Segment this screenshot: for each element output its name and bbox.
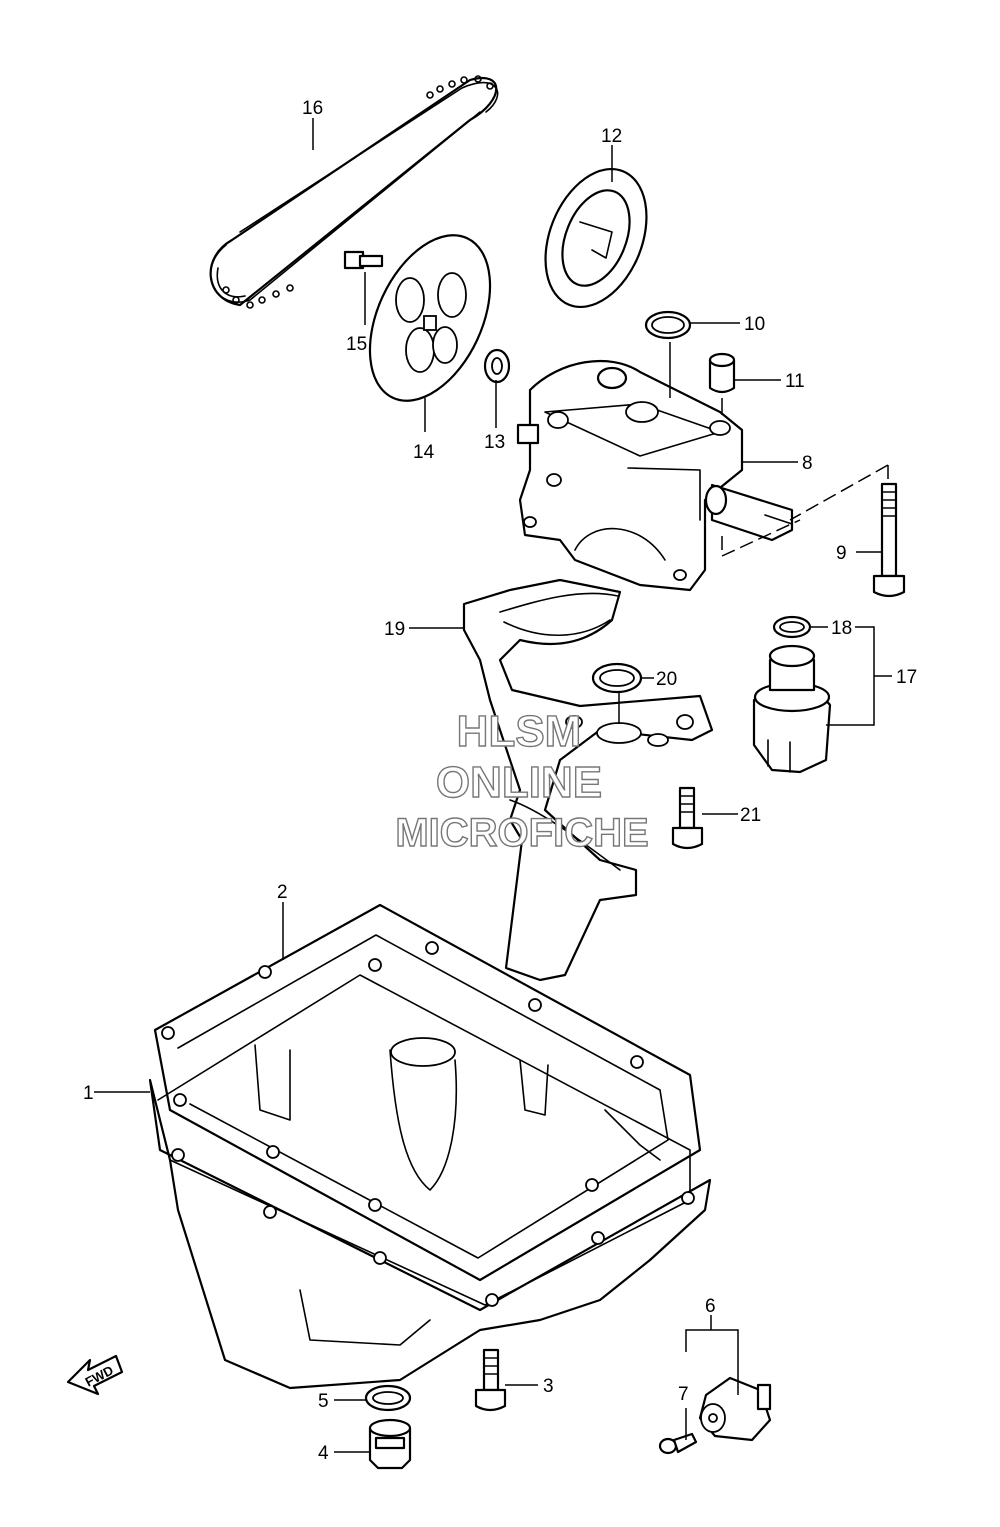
leader-lines [94, 118, 892, 1453]
pan-bolt[interactable] [474, 1348, 507, 1412]
callout-labels: 1 2 3 4 5 6 7 8 9 10 11 12 13 14 15 16 1… [83, 98, 917, 1464]
washer[interactable] [483, 348, 511, 384]
o-ring-upper[interactable] [644, 310, 692, 340]
callout-14: 14 [413, 442, 435, 463]
watermark-line-3: MICROFICHE [395, 811, 648, 855]
oil-strainer[interactable] [462, 578, 714, 982]
callout-7: 7 [678, 1384, 689, 1405]
o-ring-regulator[interactable] [772, 615, 812, 639]
callout-21: 21 [740, 805, 761, 826]
callout-15: 15 [346, 334, 367, 355]
callout-8: 8 [802, 453, 813, 474]
callout-3: 3 [543, 1376, 554, 1397]
drain-plug[interactable] [368, 1418, 412, 1470]
callout-2: 2 [277, 882, 288, 903]
cam-chain[interactable] [209, 75, 499, 309]
bolt-alignment-line [721, 464, 889, 558]
watermark-line-1: HLSM [457, 707, 582, 756]
callout-18: 18 [831, 618, 852, 639]
callout-1: 1 [83, 1083, 94, 1104]
forward-arrow-icon: FWD [66, 1354, 124, 1396]
oil-pump-assembly[interactable] [516, 360, 794, 592]
oil-pan-gasket[interactable] [153, 903, 702, 1282]
oil-pump-sprocket-drive[interactable] [526, 154, 665, 322]
callout-12: 12 [601, 126, 622, 147]
sprocket-bolt[interactable] [343, 250, 384, 270]
callout-4: 4 [318, 1443, 329, 1464]
switch-screw[interactable] [658, 1432, 698, 1455]
o-ring-strainer[interactable] [591, 662, 643, 694]
callout-10: 10 [744, 314, 765, 335]
oil-pressure-switch[interactable] [698, 1376, 772, 1442]
callout-20: 20 [656, 669, 677, 690]
watermark: HLSM ONLINE MICROFICHE [395, 706, 650, 855]
dowel-pin[interactable] [708, 352, 736, 394]
callout-11: 11 [785, 371, 805, 392]
callout-9: 9 [836, 543, 847, 564]
oil-pressure-regulator[interactable] [752, 644, 832, 774]
long-bolt[interactable] [872, 482, 906, 598]
callout-13: 13 [484, 432, 505, 453]
callout-16: 16 [302, 98, 323, 119]
callout-5: 5 [318, 1391, 329, 1412]
strainer-bolt[interactable] [671, 786, 704, 850]
oil-pump-driven-sprocket[interactable] [346, 216, 515, 419]
callout-19: 19 [384, 619, 405, 640]
callout-6: 6 [705, 1296, 716, 1317]
callout-17: 17 [896, 667, 917, 688]
oil-pan[interactable] [148, 941, 712, 1390]
watermark-line-2: ONLINE [436, 758, 602, 807]
drain-plug-gasket[interactable] [364, 1384, 412, 1412]
